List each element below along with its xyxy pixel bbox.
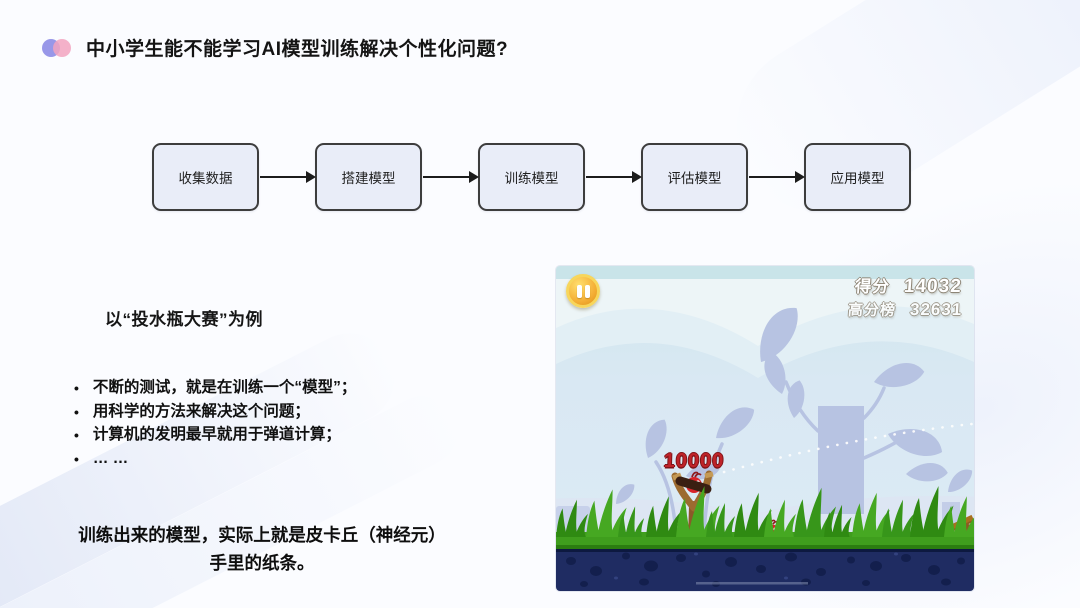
bullet-dot: • — [74, 427, 79, 443]
trajectory-dots — [722, 422, 974, 474]
grass — [556, 486, 974, 549]
page-title: 中小学生能不能学习AI模型训练解决个性化问题? — [86, 39, 509, 60]
bullet-dot: • — [74, 403, 79, 420]
flow-step-apply-model: 应用模型 — [804, 143, 911, 211]
slingshot-pouch — [675, 476, 712, 494]
flow-arrow-icon — [260, 171, 316, 183]
score-label: 得分 — [854, 278, 891, 296]
flow-arrow-icon — [749, 171, 805, 183]
bullet-text: 不断的测试，就是在训练一个“模型”； — [92, 379, 357, 396]
points-popup: 10000 — [663, 450, 725, 472]
bullet-text: 计算机的发明最早就用于弹道计算； — [92, 426, 341, 443]
conclusion-line-1: 训练出来的模型，实际上就是皮卡丘（神经元） — [78, 525, 446, 545]
bullet-text: … … — [92, 449, 129, 467]
pink-dot-icon — [53, 38, 71, 57]
game-screenshot-panel: 得分 14032 高分榜 32631 10000 — [556, 266, 974, 591]
bullet-item: • 用科学的方法来解决这个问题； — [74, 400, 524, 424]
flow-step-build-model: 搭建模型 — [315, 143, 422, 211]
pause-icon — [576, 284, 582, 298]
pillar-silhouette — [818, 406, 864, 514]
highscore-row: 高分榜 32631 — [847, 299, 963, 320]
flowchart: 收集数据 搭建模型 训练模型 评估模型 应用模型 — [152, 143, 911, 211]
game-scene — [556, 266, 974, 591]
ground — [556, 549, 974, 591]
score-value: 14032 — [903, 276, 963, 297]
pause-icon — [584, 284, 590, 298]
pause-button[interactable] — [566, 274, 600, 308]
bullet-text: 用科学的方法来解决这个问题； — [92, 402, 310, 420]
bullet-item: • 不断的测试，就是在训练一个“模型”； — [74, 376, 524, 400]
bullet-list: • 不断的测试，就是在训练一个“模型”； • 用科学的方法来解决这个问题； • … — [74, 376, 524, 470]
bullet-dot: • — [74, 380, 79, 396]
conclusion-line-2: 手里的纸条。 — [209, 553, 315, 573]
flow-step-evaluate-model: 评估模型 — [641, 143, 748, 211]
example-heading: 以“投水瓶大赛”为例 — [105, 310, 263, 329]
flow-step-train-model: 训练模型 — [478, 143, 585, 211]
conclusion-text: 训练出来的模型，实际上就是皮卡丘（神经元） 手里的纸条。 — [22, 521, 502, 577]
flow-arrow-icon — [586, 171, 642, 183]
title-bullet-icon — [42, 38, 71, 57]
title-row: 中小学生能不能学习AI模型训练解决个性化问题? — [42, 34, 508, 61]
progress-hint-line — [696, 582, 808, 585]
highscore-value: 32631 — [909, 300, 963, 319]
bullet-item: • … … — [74, 447, 524, 471]
bullet-dot: • — [74, 450, 79, 467]
flow-arrow-icon — [423, 171, 479, 183]
highscore-label: 高分榜 — [847, 302, 897, 319]
score-row: 得分 14032 — [854, 273, 963, 298]
flow-step-collect-data: 收集数据 — [152, 143, 259, 211]
bullet-item: • 计算机的发明最早就用于弹道计算； — [74, 423, 524, 447]
